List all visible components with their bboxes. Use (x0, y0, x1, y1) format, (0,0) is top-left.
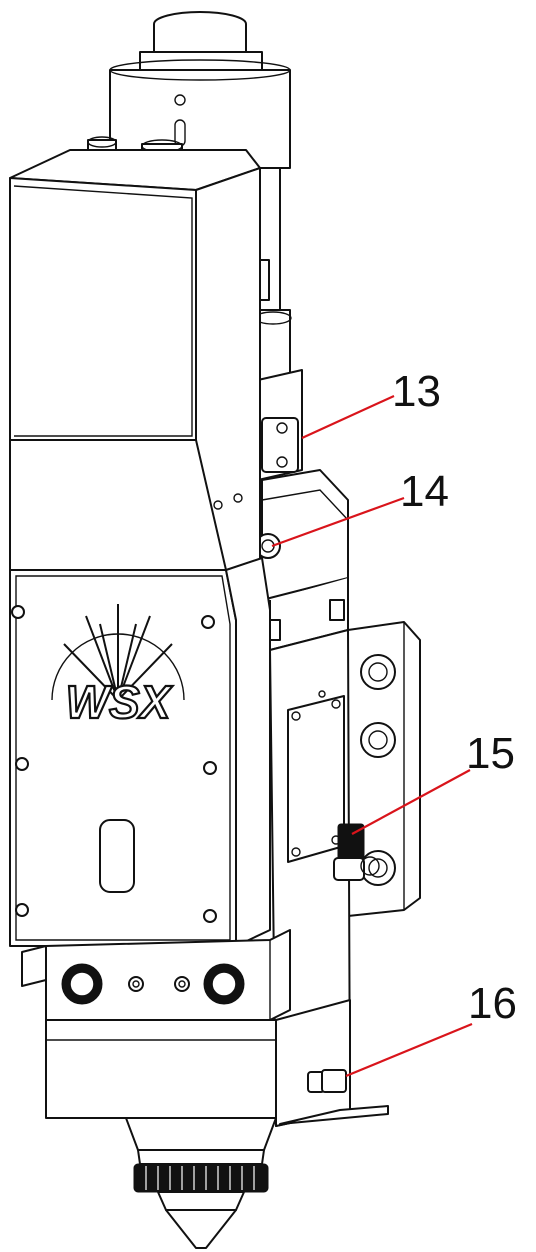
top-fiber-connector (109, 11, 291, 169)
callout-16: 16 (345, 979, 517, 1078)
callout-16-label: 16 (468, 979, 517, 1028)
callout-13: 13 (301, 367, 441, 440)
nozzle (125, 1117, 277, 1249)
brand-logo-text: WSX (66, 676, 173, 728)
callout-14: 14 (271, 467, 449, 548)
bottom-body (45, 999, 389, 1127)
adjustment-plate (257, 369, 303, 481)
callout-13-label: 13 (392, 367, 441, 416)
callout-15-label: 15 (466, 729, 515, 778)
side-panel (347, 621, 421, 917)
brand-logo: WSX (51, 604, 185, 729)
main-housing (9, 136, 271, 947)
knob-plate (21, 929, 291, 1021)
callout-14-label: 14 (400, 467, 449, 516)
callout-15: 15 (351, 729, 515, 835)
housing-screws (11, 605, 217, 923)
